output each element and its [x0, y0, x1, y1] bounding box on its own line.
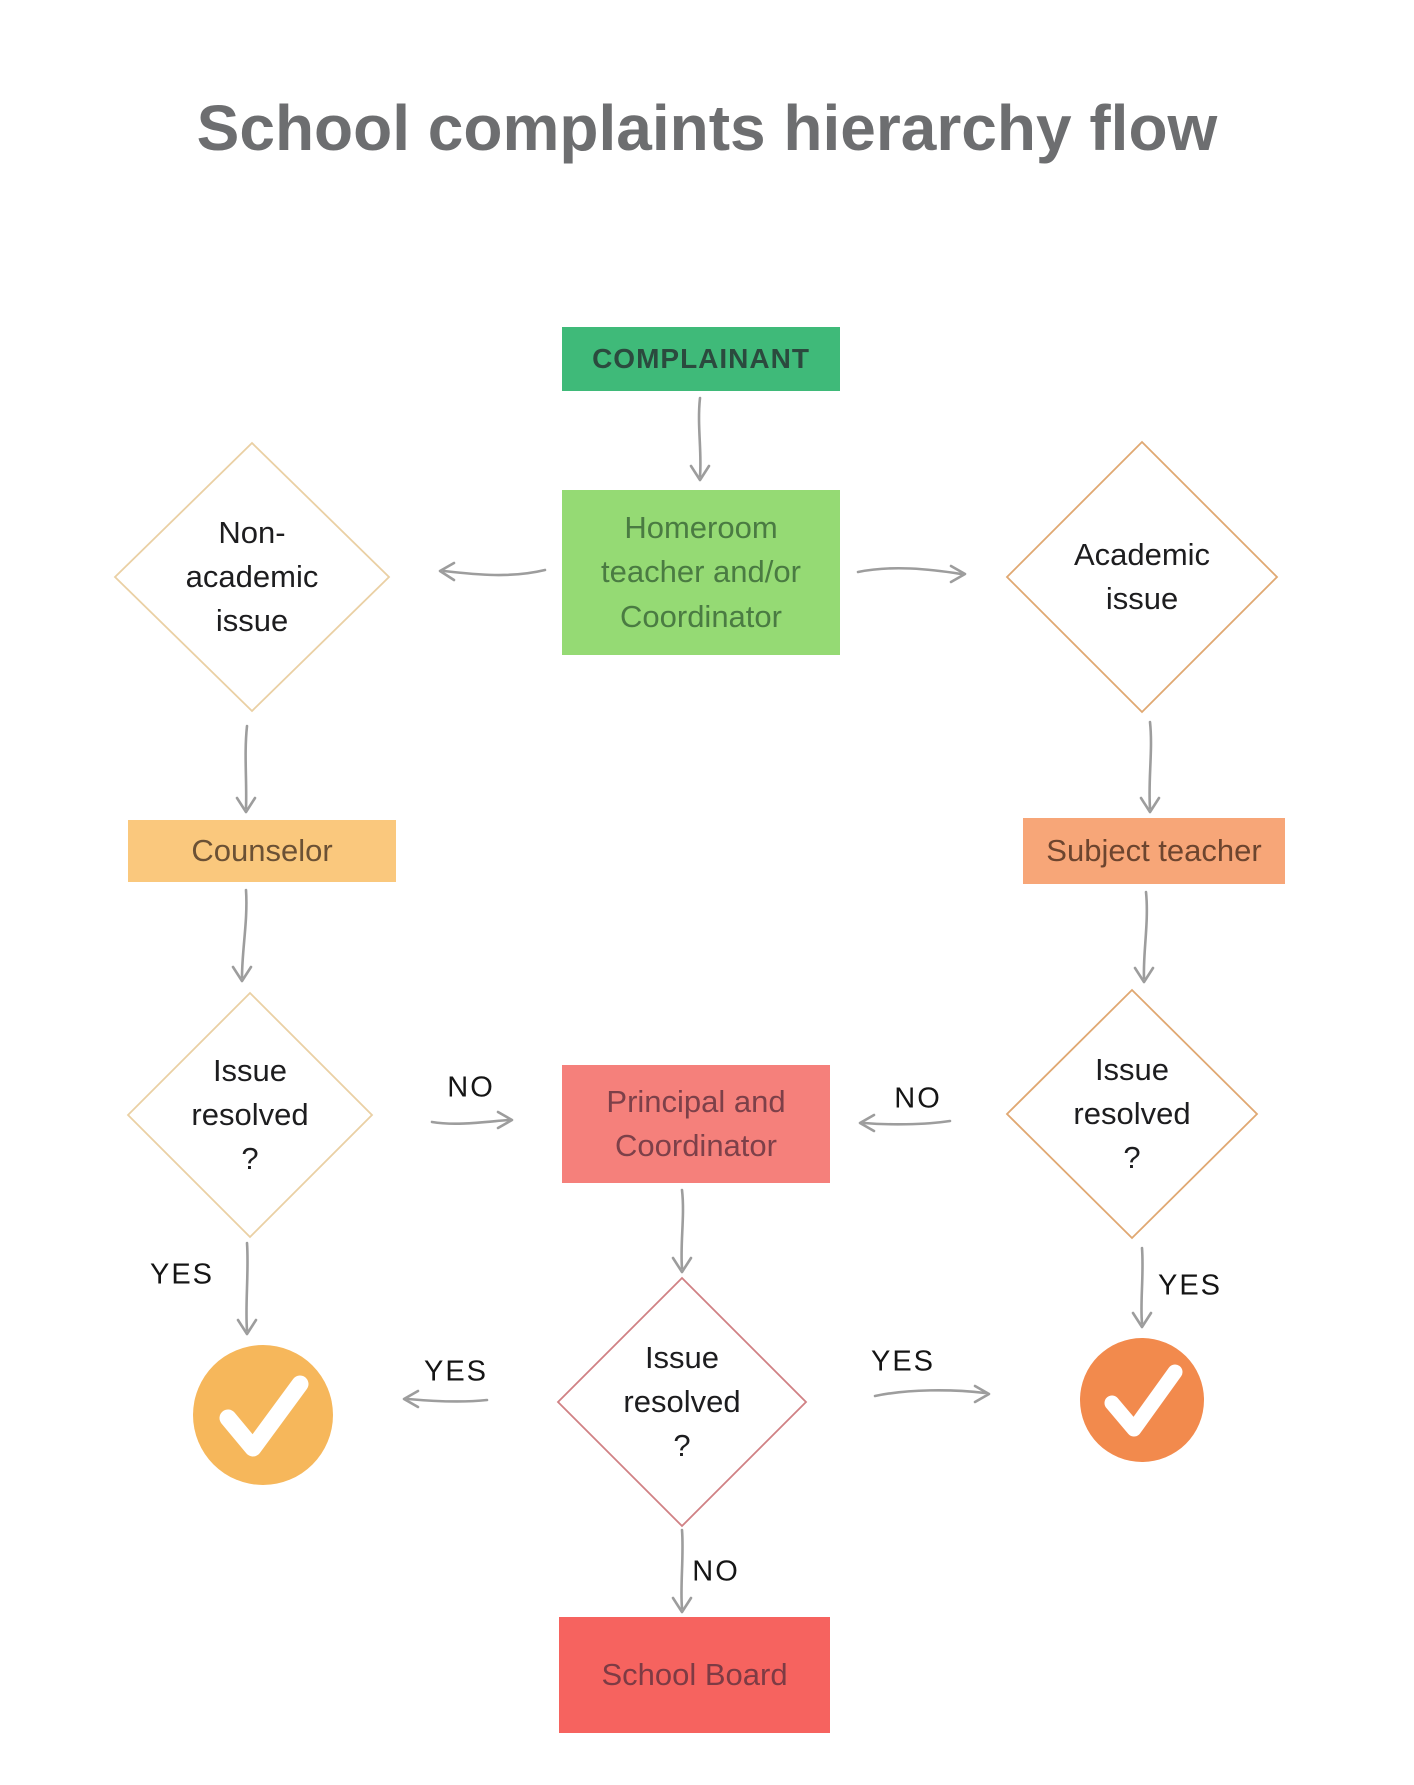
node-counselor-label: Counselor [191, 832, 333, 868]
node-homeroom-teacher-label: Homeroom teacher and/or Coordinator [601, 510, 801, 634]
diamond-academic-issue [1005, 440, 1279, 714]
check-circle-left [193, 1345, 333, 1485]
node-principal-coordinator-label: Principal and Coordinator [606, 1083, 786, 1163]
edge-label-yes-right: YES [1157, 1269, 1223, 1302]
arrow-complainant-to-homeroom [689, 396, 711, 482]
diamond-issue-resolved-center-label: Issue resolved ? [623, 1339, 741, 1464]
arrow-subject-teacher-to-issue-right [1133, 890, 1155, 984]
edge-label-no-left: NO [447, 1071, 495, 1104]
node-homeroom-teacher: Homeroom teacher and/or Coordinator [562, 490, 840, 655]
node-school-board: School Board [559, 1617, 830, 1733]
arrow-issue-left-yes-to-check [236, 1241, 258, 1336]
page-title: School complaints hierarchy flow [196, 92, 1218, 164]
node-counselor: Counselor [128, 820, 396, 882]
diamond-issue-resolved-right-label: Issue resolved ? [1073, 1051, 1191, 1176]
node-school-board-label: School Board [601, 1656, 788, 1692]
arrow-homeroom-to-academic [856, 564, 967, 584]
node-subject-teacher-label: Subject teacher [1046, 832, 1262, 868]
check-circle-right [1080, 1338, 1204, 1462]
edge-label-yes-center-right: YES [870, 1345, 936, 1378]
diamond-non-academic-issue-label: Non-academic issue [185, 514, 319, 639]
arrow-issue-center-no-to-school-board [671, 1528, 693, 1614]
arrow-homeroom-to-non-academic [438, 561, 547, 582]
edge-label-no-center: NO [692, 1555, 740, 1588]
resolved-badge-right [1080, 1338, 1204, 1462]
edge-label-yes-left: YES [149, 1258, 215, 1291]
diamond-issue-resolved-center [556, 1276, 808, 1528]
arrow-issue-left-no-to-principal [430, 1110, 514, 1130]
check-icon [219, 1375, 309, 1457]
resolved-badge-left [193, 1345, 333, 1485]
check-icon [1104, 1364, 1183, 1437]
arrow-issue-center-yes-to-right-check [873, 1384, 991, 1404]
arrow-issue-center-yes-to-left-check [402, 1389, 489, 1409]
diamond-academic-issue-label: Academic issue [1073, 536, 1211, 616]
node-complainant: COMPLAINANT [562, 327, 840, 391]
diamond-non-academic-issue [113, 441, 391, 713]
arrow-issue-right-no-to-principal [858, 1113, 952, 1133]
arrow-principal-to-issue-center [671, 1188, 693, 1274]
diamond-issue-resolved-right [1005, 988, 1259, 1240]
edge-label-yes-center-left: YES [423, 1355, 489, 1388]
node-complainant-label: COMPLAINANT [592, 343, 810, 375]
arrow-academic-to-subject-teacher [1139, 720, 1161, 814]
arrow-counselor-to-issue-left [231, 888, 253, 983]
node-principal-coordinator: Principal and Coordinator [562, 1065, 830, 1183]
diamond-issue-resolved-left [126, 991, 374, 1239]
node-subject-teacher: Subject teacher [1023, 818, 1285, 884]
diamond-issue-resolved-left-label: Issue resolved ? [191, 1052, 309, 1177]
arrow-non-academic-to-counselor [235, 724, 257, 814]
edge-label-no-right: NO [894, 1082, 942, 1115]
arrow-issue-right-yes-to-check [1131, 1246, 1153, 1329]
